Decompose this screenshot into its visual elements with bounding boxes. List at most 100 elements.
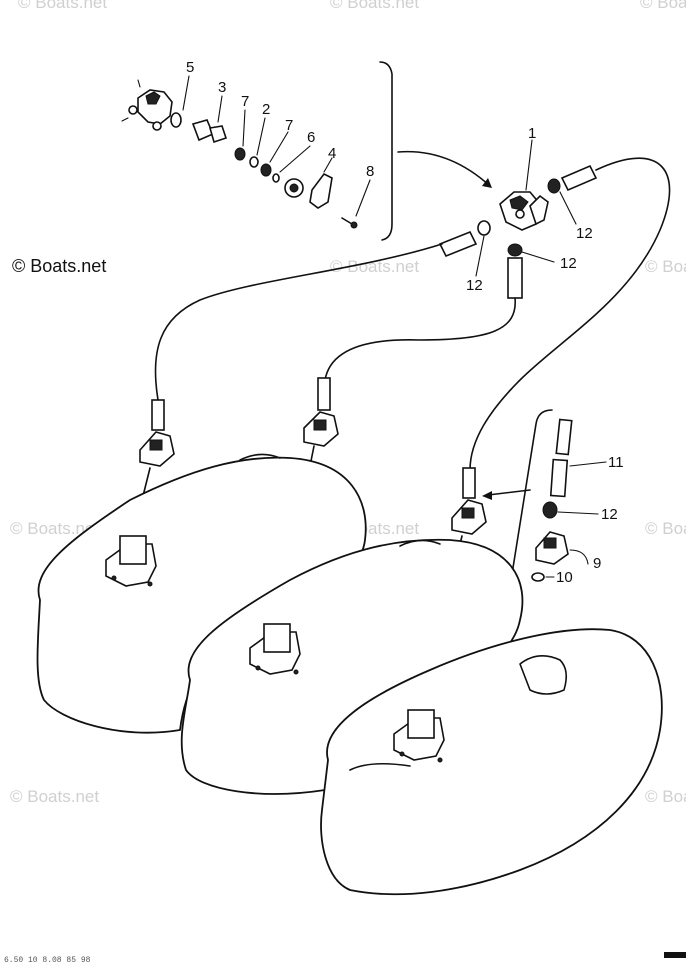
arrow-line bbox=[487, 489, 531, 496]
connector-detail bbox=[149, 439, 163, 451]
callout-7: 7 bbox=[285, 117, 293, 134]
fuel-line-middle bbox=[324, 297, 516, 381]
detail-inset bbox=[511, 409, 607, 583]
exploded-valve-group bbox=[121, 75, 371, 229]
cap-screw bbox=[255, 665, 261, 671]
watermark-text: © Boats.net bbox=[645, 257, 686, 276]
screw-head bbox=[350, 221, 358, 229]
watermark-text: © Boats.net bbox=[330, 0, 419, 12]
leader-line bbox=[559, 191, 577, 225]
callout-3: 3 bbox=[218, 79, 226, 96]
leader-line bbox=[569, 461, 607, 467]
valve-stud bbox=[121, 117, 129, 122]
small-part-6 bbox=[272, 173, 280, 183]
hose-end bbox=[317, 377, 331, 411]
lever-hub-center bbox=[289, 183, 299, 193]
watermark-text: © Boats.net bbox=[640, 0, 686, 12]
clip-part-12 bbox=[547, 178, 561, 194]
valve-lever bbox=[529, 194, 549, 226]
callout-8: 8 bbox=[366, 163, 374, 180]
tank-handle bbox=[399, 539, 441, 547]
hose-part-11 bbox=[549, 458, 569, 498]
leader-line bbox=[256, 117, 266, 156]
callout-labels: 5 3 7 2 7 6 4 8 1 12 12 12 11 12 9 10 bbox=[186, 59, 624, 586]
leader-line bbox=[279, 145, 311, 173]
callout-7: 7 bbox=[241, 93, 249, 110]
hose-detail bbox=[555, 418, 573, 456]
watermark-text: © Boats.net bbox=[10, 519, 99, 538]
footer-code: 6.50 10 8.08 85 98 bbox=[4, 956, 91, 965]
callout-9: 9 bbox=[593, 555, 601, 572]
arrow-line bbox=[397, 150, 491, 187]
valve-assembly-1 bbox=[499, 139, 549, 231]
o-ring-part-5 bbox=[170, 112, 182, 128]
washer-part-7b bbox=[260, 163, 272, 177]
valve-stud bbox=[137, 79, 141, 88]
callout-11: 11 bbox=[608, 454, 624, 471]
screw-part-8 bbox=[341, 217, 353, 225]
valve-detail bbox=[509, 195, 529, 211]
tank-body bbox=[320, 628, 663, 896]
callout-1: 1 bbox=[528, 125, 536, 142]
fuel-line-right bbox=[469, 157, 671, 471]
clip-part-12 bbox=[477, 220, 491, 236]
hose-segment bbox=[438, 230, 478, 258]
clip-part-12 bbox=[542, 501, 558, 519]
o-ring-part-10 bbox=[531, 572, 545, 582]
fuel-tank-middle bbox=[180, 538, 524, 795]
clip-part-12 bbox=[507, 243, 523, 257]
leader-line bbox=[269, 131, 289, 163]
hose-end bbox=[151, 399, 165, 431]
tank-handle bbox=[519, 655, 568, 695]
connector-detail bbox=[543, 537, 557, 549]
cap-screw bbox=[111, 575, 117, 581]
leader-line bbox=[355, 179, 371, 217]
cap-screw bbox=[437, 757, 443, 763]
lever-part-4 bbox=[309, 172, 333, 209]
fuel-tank-left bbox=[36, 453, 367, 734]
callout-12: 12 bbox=[576, 225, 593, 242]
callout-12: 12 bbox=[601, 506, 618, 523]
connector-detail bbox=[313, 419, 327, 431]
callout-5: 5 bbox=[186, 59, 194, 76]
watermark-text: © Boats.net bbox=[645, 519, 686, 538]
tank-fitting bbox=[263, 623, 291, 653]
valve-fitting-bottom bbox=[152, 121, 162, 131]
watermark-text: © Boats.net bbox=[330, 257, 419, 276]
arrow-head bbox=[482, 178, 492, 188]
connector-detail bbox=[461, 507, 475, 519]
tank-handle bbox=[239, 453, 281, 461]
cap-screw bbox=[293, 669, 299, 675]
fuel-line-left bbox=[154, 243, 443, 401]
callout-12: 12 bbox=[466, 277, 483, 294]
stem-part-3-end bbox=[208, 125, 228, 144]
valve-fitting-left bbox=[128, 105, 138, 115]
arrow-head bbox=[482, 491, 492, 500]
leader-line bbox=[182, 75, 190, 111]
tank-edge bbox=[349, 762, 411, 771]
washer-part-7 bbox=[234, 147, 246, 161]
copyright-label: © Boats.net bbox=[12, 256, 106, 276]
callout-4: 4 bbox=[328, 145, 336, 162]
callout-12: 12 bbox=[560, 255, 577, 272]
cap-screw bbox=[399, 751, 405, 757]
valve-knob bbox=[515, 209, 525, 219]
hose-end bbox=[462, 467, 476, 499]
tank-fitting bbox=[119, 535, 147, 565]
leader-line bbox=[323, 157, 333, 173]
corner-mark bbox=[664, 952, 686, 958]
hose-segment bbox=[560, 164, 598, 192]
watermark-text: © Boats.net bbox=[18, 0, 107, 12]
leader-line bbox=[525, 139, 533, 191]
small-part-2 bbox=[249, 156, 259, 168]
callout-6: 6 bbox=[307, 129, 315, 146]
callout-2: 2 bbox=[262, 101, 270, 118]
exploded-view-bracket bbox=[379, 61, 393, 241]
leader-line bbox=[242, 109, 246, 147]
callout-10: 10 bbox=[556, 569, 573, 586]
fuel-tank-right bbox=[320, 628, 663, 896]
leader-line bbox=[475, 235, 485, 277]
cap-screw bbox=[147, 581, 153, 587]
tank-connectors bbox=[139, 377, 531, 535]
